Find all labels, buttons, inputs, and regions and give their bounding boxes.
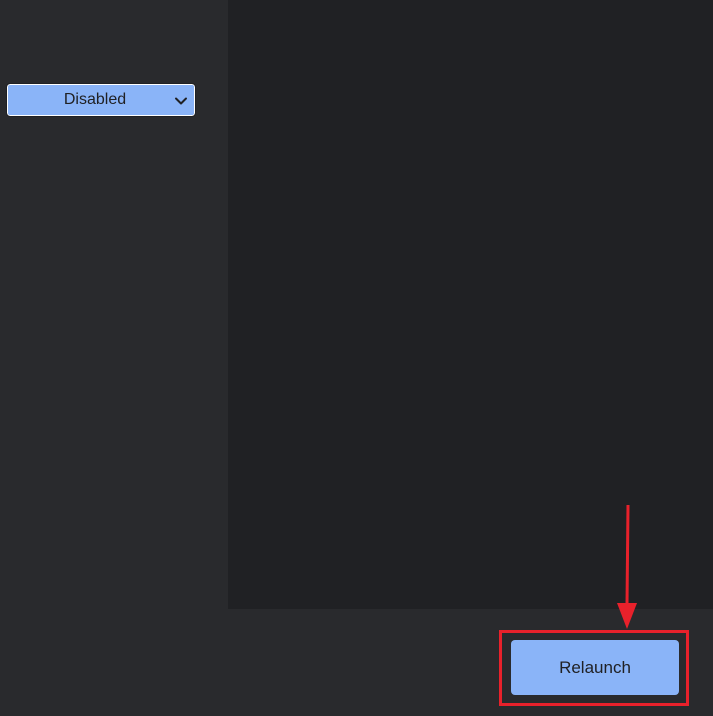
flags-list-panel: Disabled (0, 0, 228, 609)
flag-state-select[interactable]: Disabled (6, 83, 196, 117)
relaunch-button[interactable]: Relaunch (511, 640, 679, 695)
content-panel (228, 0, 713, 609)
flag-state-value: Disabled (63, 91, 127, 108)
chevron-down-icon (175, 97, 187, 105)
